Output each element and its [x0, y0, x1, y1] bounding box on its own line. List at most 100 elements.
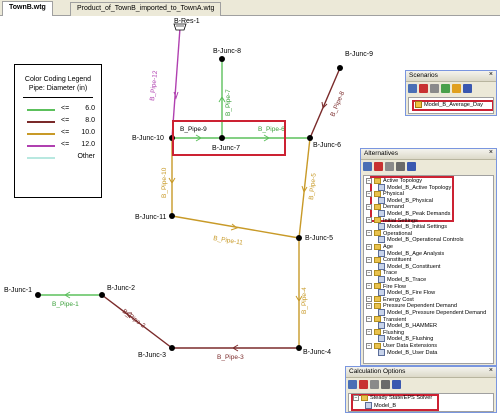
tree-leaf[interactable]: Model_B_Age Analysis: [378, 249, 444, 259]
junction-node-2: [99, 292, 105, 298]
tree-leaf[interactable]: Model_B_Peak Demands: [378, 210, 450, 219]
junction-node-5: [296, 235, 302, 241]
edit-icon[interactable]: [381, 380, 390, 389]
alternative-icon: [378, 196, 385, 204]
folder-icon: [374, 243, 381, 250]
close-icon[interactable]: ×: [488, 71, 493, 78]
collapse-icon[interactable]: −: [366, 256, 372, 263]
tree-leaf[interactable]: Model_B_Fire Flow: [378, 289, 435, 298]
rename-icon[interactable]: [385, 162, 394, 171]
new-icon[interactable]: [348, 380, 357, 389]
alternatives-tree: −Active Topology Model_B_Active Topology…: [363, 175, 494, 364]
tree-node[interactable]: −Initial Settings: [366, 217, 418, 224]
tree-leaf[interactable]: Model_B_Active Topology: [378, 183, 451, 193]
tree-node[interactable]: −User Data Extensions: [366, 342, 438, 349]
alternative-icon: [378, 223, 385, 231]
compute-icon[interactable]: [452, 84, 461, 93]
folder-icon: [374, 316, 381, 323]
tree-node[interactable]: −Demand: [366, 203, 405, 211]
junction-label-2: B-Junc-2: [107, 285, 135, 292]
calculation-options-tree: −Steady State/EPS Solver Model_B: [348, 393, 494, 412]
calculation-options-toolbar: [346, 378, 496, 391]
collapse-icon[interactable]: −: [353, 394, 359, 401]
pipe-label-3: B_Pipe-3: [217, 354, 244, 361]
tree-leaf[interactable]: Model_B_HAMMER: [378, 322, 437, 331]
tree-node[interactable]: −Physical: [366, 190, 404, 198]
flow-arrow-pipe-2: [124, 312, 132, 319]
tree-leaf[interactable]: Model_B_Constituent: [378, 262, 441, 272]
tree-node[interactable]: −Energy Cost: [366, 296, 414, 303]
collapse-icon[interactable]: −: [366, 296, 372, 303]
edit-icon[interactable]: [396, 162, 405, 171]
collapse-icon[interactable]: −: [366, 203, 372, 210]
collapse-icon[interactable]: −: [366, 177, 372, 184]
pipe-8: [309, 67, 341, 139]
calc-option-item[interactable]: Model_B: [365, 402, 396, 411]
tree-node[interactable]: −Trace: [366, 269, 398, 277]
junction-label-10: B-Junc-10: [132, 135, 164, 142]
junction-label-6: B-Junc-6: [313, 142, 341, 149]
new-icon[interactable]: [408, 84, 417, 93]
tree-leaf[interactable]: Model_B_Flushing: [378, 335, 433, 344]
tree-leaf[interactable]: Model_B_Physical: [378, 196, 433, 206]
flow-arrow-pipe-5: [301, 185, 308, 194]
tree-node[interactable]: −Pressure Dependent Demand: [366, 302, 458, 310]
pipe-label-11: B_Pipe-11: [213, 235, 244, 247]
folder-icon: [374, 296, 381, 303]
close-icon[interactable]: ×: [488, 149, 493, 156]
pipe-label-4: B_Pipe-4: [301, 287, 308, 314]
tree-leaf[interactable]: Model_B_Trace: [378, 276, 426, 285]
pipe-label-9: B_Pipe-9: [180, 126, 207, 133]
tree-leaf[interactable]: Model_B_Pressure Dependent Demand: [378, 309, 486, 318]
collapse-icon[interactable]: −: [366, 342, 372, 349]
tree-node[interactable]: −Constituent: [366, 256, 412, 264]
delete-icon[interactable]: [359, 380, 368, 389]
drawing-canvas[interactable]: B-Res-1 B-Junc-1 B-Junc-2 B-Junc-3 B-Jun…: [0, 16, 500, 415]
tree-leaf[interactable]: Model_B_User Data: [378, 348, 437, 358]
flow-arrow-pipe-11: [230, 223, 239, 231]
tree-node[interactable]: −Active Topology: [366, 177, 423, 184]
help-icon[interactable]: [463, 84, 472, 93]
delete-icon[interactable]: [419, 84, 428, 93]
folder-icon: [374, 217, 381, 224]
collapse-icon[interactable]: −: [366, 302, 372, 309]
collapse-icon[interactable]: −: [366, 316, 372, 323]
alternative-icon: [378, 322, 385, 330]
tree-node[interactable]: −Age: [366, 243, 393, 250]
highlight-box-scenario: [412, 100, 493, 111]
junction-node-7: [219, 135, 225, 141]
collapse-icon[interactable]: −: [366, 329, 372, 336]
alternative-icon: [378, 183, 385, 191]
close-icon[interactable]: ×: [488, 367, 493, 374]
rename-icon[interactable]: [430, 84, 439, 93]
tab-product-of-townb[interactable]: Product_of_TownB_imported_to_TownA.wtg: [70, 2, 222, 16]
collapse-icon[interactable]: −: [366, 243, 372, 250]
folder-icon: [374, 269, 381, 276]
tree-node[interactable]: −Fire Flow: [366, 283, 406, 290]
help-icon[interactable]: [407, 162, 416, 171]
new-icon[interactable]: [363, 162, 372, 171]
solver-node[interactable]: −Steady State/EPS Solver: [353, 394, 433, 401]
collapse-icon[interactable]: −: [366, 230, 372, 237]
legend-row: <= 12.0: [15, 140, 101, 152]
tree-node[interactable]: −Flushing: [366, 329, 405, 336]
tree-node[interactable]: −Operational: [366, 230, 412, 237]
collapse-icon[interactable]: −: [366, 283, 372, 290]
tree-node[interactable]: −Transient: [366, 316, 407, 323]
junction-label-9: B-Junc-9: [345, 51, 373, 58]
delete-icon[interactable]: [374, 162, 383, 171]
junction-node-3: [169, 345, 175, 351]
junction-label-8: B-Junc-8: [213, 48, 241, 55]
tree-leaf[interactable]: Model_B_Initial Settings: [378, 223, 447, 232]
legend-value: 10.0: [81, 129, 95, 136]
collapse-icon[interactable]: −: [366, 217, 372, 224]
collapse-icon[interactable]: −: [366, 269, 372, 276]
scenario-item[interactable]: Model_B_Average_Day: [415, 101, 483, 110]
rename-icon[interactable]: [370, 380, 379, 389]
make-current-icon[interactable]: [441, 84, 450, 93]
tree-leaf[interactable]: Model_B_Operational Controls: [378, 236, 464, 245]
reservoir-icon: [173, 23, 187, 31]
collapse-icon[interactable]: −: [366, 190, 372, 197]
help-icon[interactable]: [392, 380, 401, 389]
tab-townb[interactable]: TownB.wtg: [2, 1, 53, 16]
